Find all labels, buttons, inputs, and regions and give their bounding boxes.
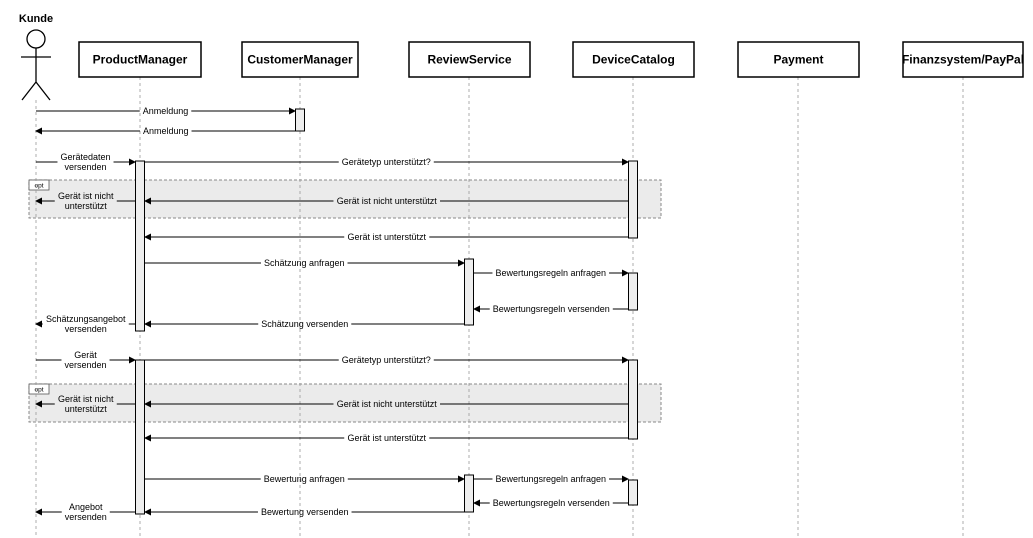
participant-box [902, 41, 1024, 78]
opt-fragment [28, 179, 662, 219]
actor-kunde: Kunde [19, 13, 53, 101]
participant-fin: Finanzsystem/PayPal [902, 41, 1024, 78]
participant-box [737, 41, 860, 78]
message-label: Gerätetyp unterstützt? [342, 157, 431, 167]
participant-box [241, 41, 359, 78]
message-label: versenden [64, 162, 106, 172]
activation-bar-dc [628, 160, 638, 239]
fragment-tag-box [28, 383, 50, 395]
activation-bar-rs [464, 258, 474, 326]
message: Anmeldung [36, 106, 296, 116]
message: Bewertungsregeln versenden [473, 498, 629, 508]
participant-rs: ReviewService [408, 41, 531, 78]
participant-dc: DeviceCatalog [572, 41, 695, 78]
message: Bewertung versenden [144, 507, 465, 517]
activation-bar-dc [628, 359, 638, 440]
participant-pay: Payment [737, 41, 860, 78]
message-label: Bewertungsregeln versenden [493, 498, 610, 508]
fragment-tag: opt [34, 183, 43, 190]
message-label: Gerätetyp unterstützt? [342, 355, 431, 365]
message-label: Gerät ist nicht [58, 394, 114, 404]
activation-bar-pm [135, 359, 145, 515]
message-label: versenden [64, 360, 106, 370]
message: Gerätetyp unterstützt? [144, 157, 629, 167]
message-label: Bewertung versenden [261, 507, 349, 517]
participant-label: CustomerManager [247, 53, 353, 67]
message-label: Gerät ist unterstützt [347, 433, 426, 443]
message: Gerät ist nicht unterstützt [144, 399, 629, 409]
message-label: Anmeldung [143, 126, 189, 136]
participant-label: ProductManager [93, 53, 188, 67]
message: Gerät ist nicht unterstützt [144, 196, 629, 206]
message-label: unterstützt [65, 404, 108, 414]
message-label: Schätzung anfragen [264, 258, 345, 268]
message-label: Bewertungsregeln anfragen [495, 474, 606, 484]
actor-label: Kunde [19, 13, 53, 25]
message: Schätzung versenden [144, 319, 465, 329]
participant-label: DeviceCatalog [592, 53, 675, 67]
message: Bewertungsregeln anfragen [473, 474, 629, 484]
activation-bar-dc [628, 479, 638, 506]
activation-bar-dc [628, 272, 638, 311]
message-label: Gerät [74, 350, 97, 360]
participant-label: Payment [773, 53, 823, 67]
activation-bar-rs [464, 474, 474, 513]
message: Bewertung anfragen [144, 474, 465, 484]
message-label: Schätzung versenden [261, 319, 348, 329]
message-label: versenden [65, 324, 107, 334]
message: Anmeldung [35, 126, 296, 136]
message-label: Bewertung anfragen [264, 474, 345, 484]
fragments-layer: opt opt [28, 179, 662, 423]
message: Schätzung anfragen [144, 258, 465, 268]
message-label: Bewertungsregeln anfragen [495, 268, 606, 278]
participant-label: Finanzsystem/PayPal [902, 53, 1024, 67]
participant-cm: CustomerManager [241, 41, 359, 78]
fragment-tag-box [28, 179, 50, 191]
message-label: Gerät ist unterstützt [347, 232, 426, 242]
message: Gerät ist unterstützt [144, 232, 629, 242]
actor-body [21, 48, 51, 101]
message-label: versenden [65, 512, 107, 522]
message-label: Bewertungsregeln versenden [493, 304, 610, 314]
participant-box [572, 41, 695, 78]
activation-bar-pm [135, 160, 145, 332]
participant-box [408, 41, 531, 78]
message-label: Angebot [69, 502, 103, 512]
message-label: unterstützt [65, 201, 108, 211]
message-label: Gerät ist nicht [58, 191, 114, 201]
actor-head [26, 29, 46, 49]
message-label: Anmeldung [143, 106, 189, 116]
fragment-tag: opt [34, 387, 43, 394]
message-label: Gerät ist nicht unterstützt [337, 196, 438, 206]
message: Gerät ist unterstützt [144, 433, 629, 443]
participant-pm: ProductManager [78, 41, 202, 78]
participant-label: ReviewService [427, 53, 511, 67]
message: Gerätetyp unterstützt? [144, 355, 629, 365]
message-label: Gerät ist nicht unterstützt [337, 399, 438, 409]
message: Bewertungsregeln anfragen [473, 268, 629, 278]
message: Bewertungsregeln versenden [473, 304, 629, 314]
activation-bar-cm [295, 108, 305, 132]
participant-box [78, 41, 202, 78]
message-label: Schätzungsangebot [46, 314, 126, 324]
message-label: Gerätedaten [60, 152, 110, 162]
opt-fragment [28, 383, 662, 423]
